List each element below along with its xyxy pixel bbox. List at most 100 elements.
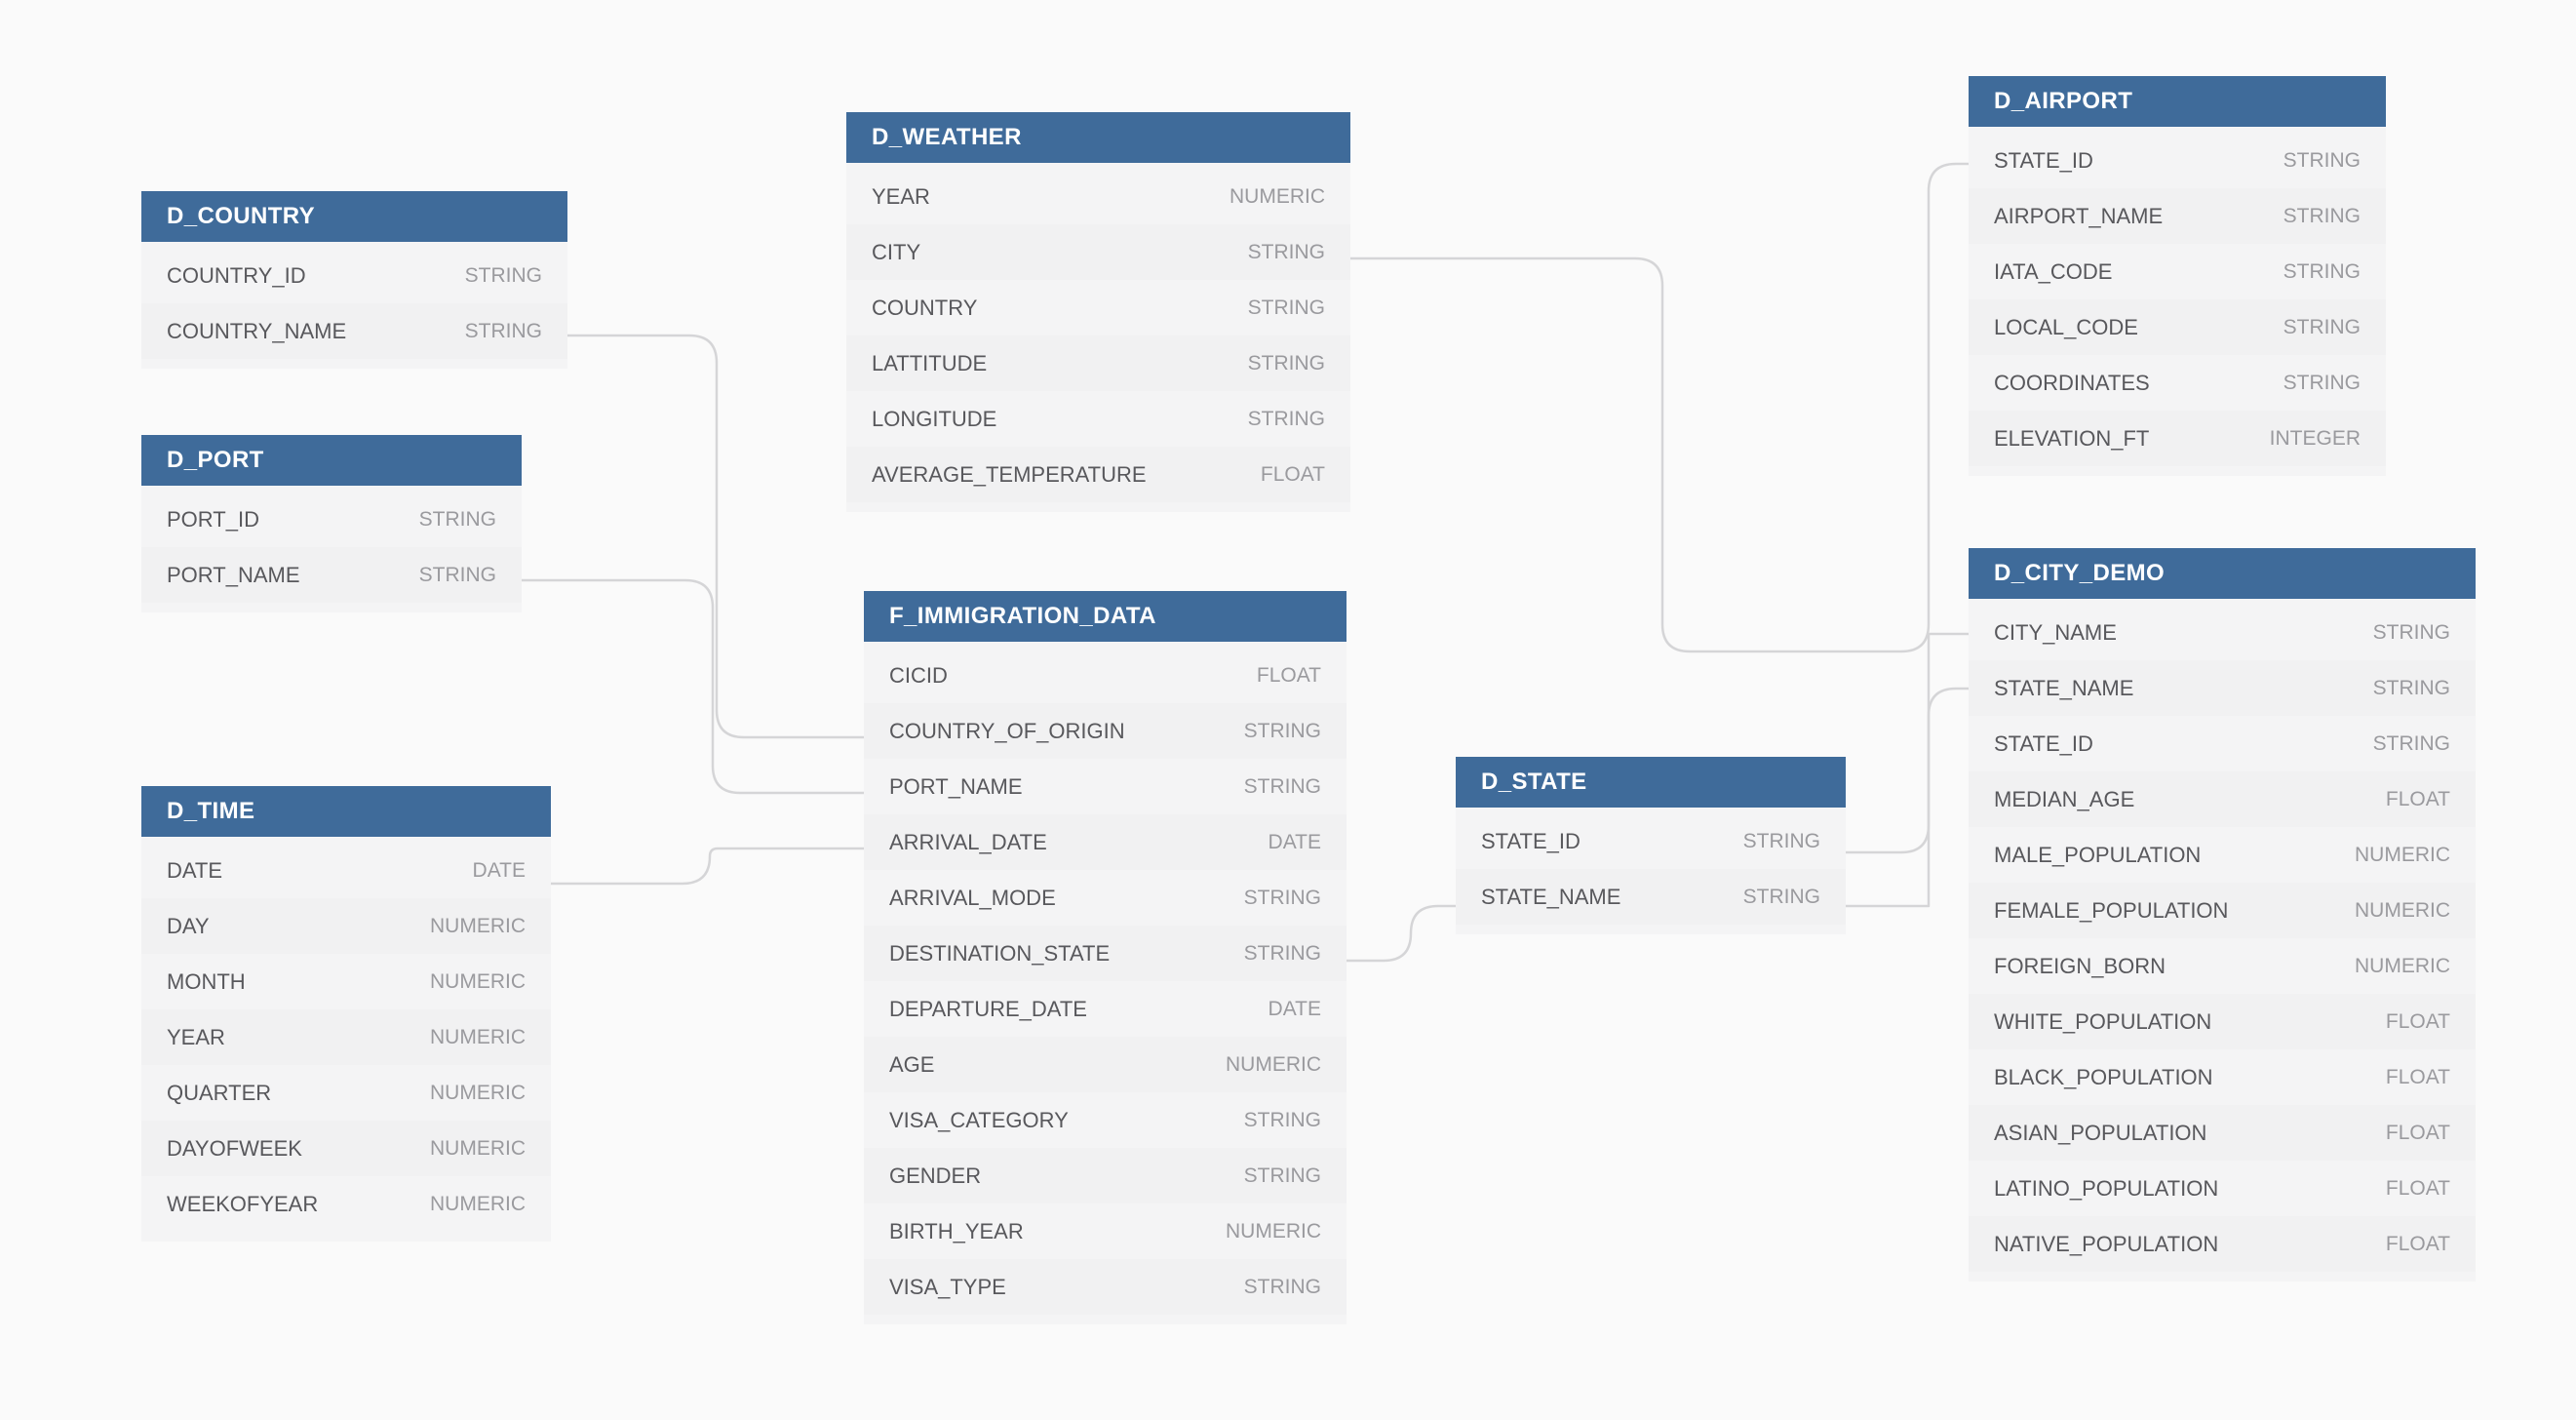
field-type: FLOAT	[2385, 1065, 2450, 1088]
field-type: STRING	[2372, 676, 2450, 699]
field-name: NATIVE_POPULATION	[1994, 1231, 2219, 1256]
field-name: MALE_POPULATION	[1994, 842, 2202, 867]
field-name: ARRIVAL_MODE	[889, 885, 1056, 910]
field-row[interactable]: STATE_ID STRING	[1456, 813, 1846, 869]
field-type: STRING	[1742, 829, 1820, 852]
field-type: STRING	[2283, 259, 2361, 283]
field-name: DAYOFWEEK	[167, 1135, 302, 1161]
field-row[interactable]: MALE_POPULATION NUMERIC	[1969, 827, 2476, 883]
field-row[interactable]: VISA_TYPE STRING	[864, 1259, 1347, 1315]
field-type: STRING	[418, 507, 496, 531]
entity-title-d_weather: D_WEATHER	[846, 112, 1350, 163]
field-type: STRING	[2283, 148, 2361, 172]
field-type: STRING	[1742, 885, 1820, 908]
field-type: STRING	[1243, 1275, 1321, 1298]
field-type: STRING	[1247, 407, 1325, 430]
field-name: COUNTRY_ID	[167, 262, 306, 288]
field-name: STATE_ID	[1481, 828, 1581, 853]
field-name: MEDIAN_AGE	[1994, 786, 2135, 811]
field-name: VISA_TYPE	[889, 1274, 1006, 1299]
field-type: FLOAT	[1256, 663, 1321, 687]
field-type: NUMERIC	[2355, 898, 2450, 922]
connector-rel-port-portname	[520, 578, 866, 795]
field-name: CITY_NAME	[1994, 619, 2117, 645]
field-type: NUMERIC	[430, 914, 526, 937]
field-name: CITY	[872, 239, 921, 264]
field-row[interactable]: LONGITUDE STRING	[846, 391, 1350, 447]
field-name: BLACK_POPULATION	[1994, 1064, 2213, 1089]
field-name: VISA_CATEGORY	[889, 1107, 1069, 1132]
field-type: STRING	[1247, 296, 1325, 319]
field-name: WHITE_POPULATION	[1994, 1008, 2212, 1034]
field-type: STRING	[2372, 731, 2450, 755]
field-name: DEPARTURE_DATE	[889, 996, 1087, 1021]
field-type: STRING	[1243, 941, 1321, 965]
entity-title-d_country: D_COUNTRY	[141, 191, 567, 242]
field-type: FLOAT	[2385, 787, 2450, 810]
field-type: NUMERIC	[430, 1081, 526, 1104]
field-type: NUMERIC	[2355, 843, 2450, 866]
field-row[interactable]: MEDIAN_AGE FLOAT	[1969, 771, 2476, 827]
field-type: NUMERIC	[2355, 954, 2450, 977]
connector-rel-weather-city-airport	[1348, 162, 1971, 653]
field-type: DATE	[1268, 830, 1321, 853]
field-name: LONGITUDE	[872, 406, 997, 431]
field-row[interactable]: BLACK_POPULATION FLOAT	[1969, 1049, 2476, 1105]
